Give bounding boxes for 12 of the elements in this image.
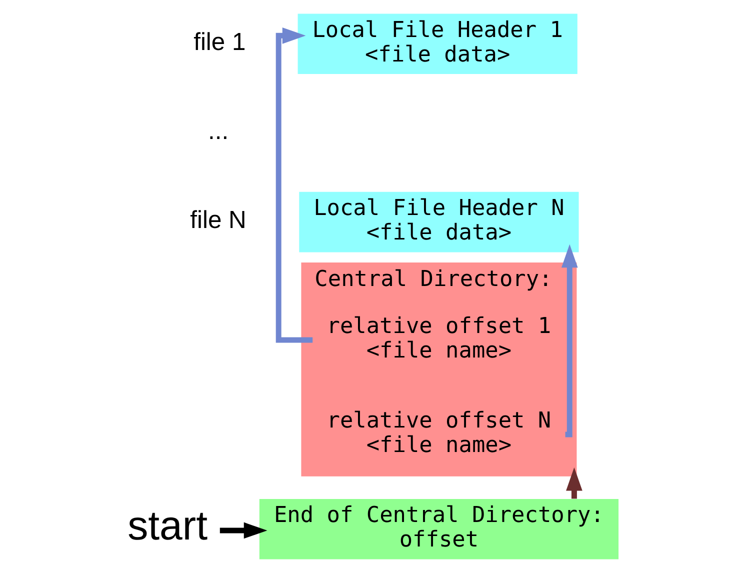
node-box: Local File Header 1 <file data> <box>298 14 578 74</box>
node-box: End of Central Directory: offset <box>259 498 619 560</box>
arrow <box>276 27 313 343</box>
node-label: file 1 <box>194 28 246 56</box>
node-label: file N <box>190 207 246 234</box>
node-box: Local File Header N <file data> <box>299 192 579 252</box>
node-text: start <box>128 502 208 548</box>
arrow <box>566 467 582 499</box>
arrow <box>220 522 268 539</box>
node-text: relative offset N <file name> <box>326 408 552 458</box>
node-text: relative offset 1 <file name> <box>326 314 552 364</box>
label: ... <box>208 118 229 146</box>
